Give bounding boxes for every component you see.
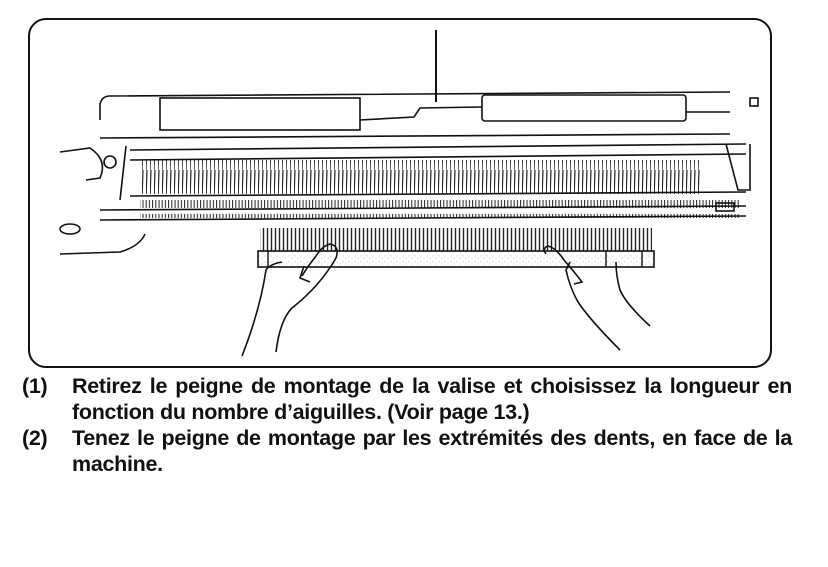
step-item: (1) Retirez le peigne de montage de la v… <box>22 373 792 425</box>
machine-body <box>59 30 759 255</box>
left-hand <box>241 243 338 357</box>
step-text: Retirez le peigne de montage de la valis… <box>72 374 792 424</box>
knitting-machine-illustration <box>59 30 759 357</box>
step-text: Tenez le peigne de montage par les extré… <box>72 426 792 476</box>
cast-on-comb <box>257 228 655 268</box>
instructions-list: (1) Retirez le peigne de montage de la v… <box>22 373 792 477</box>
right-hand <box>543 245 651 351</box>
step-item: (2) Tenez le peigne de montage par les e… <box>22 425 792 477</box>
step-number: (1) <box>22 374 48 398</box>
illustration-frame <box>28 18 772 368</box>
step-number: (2) <box>22 426 48 450</box>
